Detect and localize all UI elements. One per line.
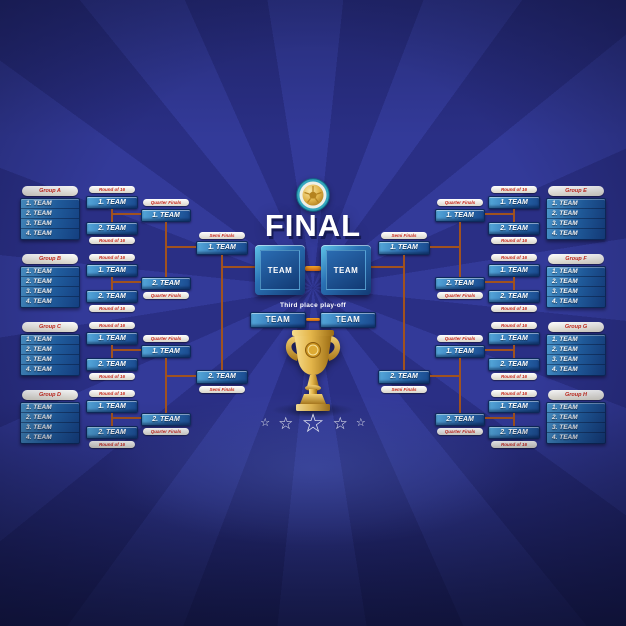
bracket-connector [430, 246, 460, 248]
semi-right-team-2: 2. TEAM [378, 370, 430, 384]
bracket-connector [221, 255, 223, 370]
qf-right-1-team-2: 2. TEAM [435, 277, 485, 290]
final-team-box-left: TEAM [255, 245, 305, 295]
bracket-connector [513, 277, 515, 290]
round-of-16-label: Round of 16 [491, 186, 537, 193]
round-of-16-label: Round of 16 [89, 186, 135, 193]
r16-left-3-team-1: 1. TEAM [86, 332, 138, 345]
group-c-team-3: 3. TEAM [21, 355, 79, 365]
bracket-connector [166, 375, 196, 377]
group-e-header: Group E [548, 186, 604, 196]
group-c-header: Group C [22, 322, 78, 332]
bracket-connector [112, 349, 141, 351]
final-team-right-label: TEAM [326, 250, 366, 290]
bracket-connector [459, 358, 461, 413]
star-icon: ☆ [332, 413, 348, 433]
r16-right-3-team-1: 1. TEAM [488, 332, 540, 345]
semi-finals-label: Semi Finals [381, 386, 427, 393]
bracket-connector [371, 266, 403, 268]
group-c-team-1: 1. TEAM [21, 335, 79, 345]
bracket-connector [111, 345, 113, 358]
bracket-connector [485, 281, 514, 283]
group-b-team-1: 1. TEAM [21, 267, 79, 277]
star-icon: ☆ [301, 408, 325, 438]
r16-left-3-team-2: 2. TEAM [86, 358, 138, 371]
quarter-finals-label: Quarter Finals [143, 335, 189, 342]
final-title: FINAL [264, 208, 362, 243]
group-b-team-3: 3. TEAM [21, 287, 79, 297]
star-rating-row: ☆ ☆ ☆ ☆ ☆ [0, 408, 626, 438]
round-of-16-label: Round of 16 [491, 390, 537, 397]
round-of-16-label: Round of 16 [89, 373, 135, 380]
qf-left-2-team-1: 1. TEAM [141, 345, 191, 358]
third-place-team-left: TEAM [250, 312, 306, 328]
group-b-header: Group B [22, 254, 78, 264]
group-f-team-2: 2. TEAM [547, 277, 605, 287]
group-g-team-2: 2. TEAM [547, 345, 605, 355]
round-of-16-label: Round of 16 [89, 254, 135, 261]
final-team-box-right: TEAM [321, 245, 371, 295]
group-b-team-2: 2. TEAM [21, 277, 79, 287]
bracket-connector [403, 255, 405, 370]
group-g-team-list: 1. TEAM 2. TEAM 3. TEAM 4. TEAM [546, 334, 606, 376]
r16-left-2-team-1: 1. TEAM [86, 264, 138, 277]
group-g-team-4: 4. TEAM [552, 366, 578, 373]
group-a-header: Group A [22, 186, 78, 196]
group-c-team-2: 2. TEAM [21, 345, 79, 355]
bracket-connector [222, 266, 255, 268]
soccer-ball-icon [296, 178, 330, 212]
quarter-finals-label: Quarter Finals [437, 335, 483, 342]
final-team-left-label: TEAM [260, 250, 300, 290]
bracket-connector [112, 281, 141, 283]
third-place-connector [306, 318, 320, 321]
bracket-connector [166, 246, 196, 248]
round-of-16-label: Round of 16 [491, 254, 537, 261]
bracket-connector [165, 358, 167, 413]
star-icon: ☆ [278, 413, 294, 433]
round-of-16-label: Round of 16 [89, 322, 135, 329]
r16-right-2-team-1: 1. TEAM [488, 264, 540, 277]
round-of-16-label: Round of 16 [491, 441, 537, 448]
round-of-16-label: Round of 16 [491, 322, 537, 329]
group-f-team-1: 1. TEAM [547, 267, 605, 277]
group-c-team-list: 1. TEAM 2. TEAM 3. TEAM 4. TEAM [20, 334, 80, 376]
star-icon: ☆ [260, 416, 271, 429]
final-connector [305, 266, 321, 271]
trophy-icon [285, 330, 341, 411]
quarter-finals-label: Quarter Finals [143, 199, 189, 206]
bracket-connector [430, 375, 460, 377]
round-of-16-label: Round of 16 [491, 373, 537, 380]
group-f-header: Group F [548, 254, 604, 264]
quarter-finals-label: Quarter Finals [437, 199, 483, 206]
r16-right-3-team-2: 2. TEAM [488, 358, 540, 371]
qf-right-2-team-1: 1. TEAM [435, 345, 485, 358]
group-h-header: Group H [548, 390, 604, 400]
bracket-connector [513, 345, 515, 358]
group-d-header: Group D [22, 390, 78, 400]
round-of-16-label: Round of 16 [89, 441, 135, 448]
group-g-team-3: 3. TEAM [547, 355, 605, 365]
group-g-header: Group G [548, 322, 604, 332]
quarter-finals-label: Quarter Finals [437, 292, 483, 299]
quarter-finals-label: Quarter Finals [143, 292, 189, 299]
group-f-team-3: 3. TEAM [547, 287, 605, 297]
star-icon: ☆ [355, 416, 366, 429]
bracket-connector [111, 277, 113, 290]
semi-finals-label: Semi Finals [199, 386, 245, 393]
qf-left-1-team-2: 2. TEAM [141, 277, 191, 290]
group-g-team-1: 1. TEAM [547, 335, 605, 345]
group-c-team-4: 4. TEAM [26, 366, 52, 373]
third-place-team-right: TEAM [320, 312, 376, 328]
third-place-label: Third place play-off [280, 302, 346, 309]
bracket-connector [485, 349, 514, 351]
semi-left-team-2: 2. TEAM [196, 370, 248, 384]
round-of-16-label: Round of 16 [89, 390, 135, 397]
